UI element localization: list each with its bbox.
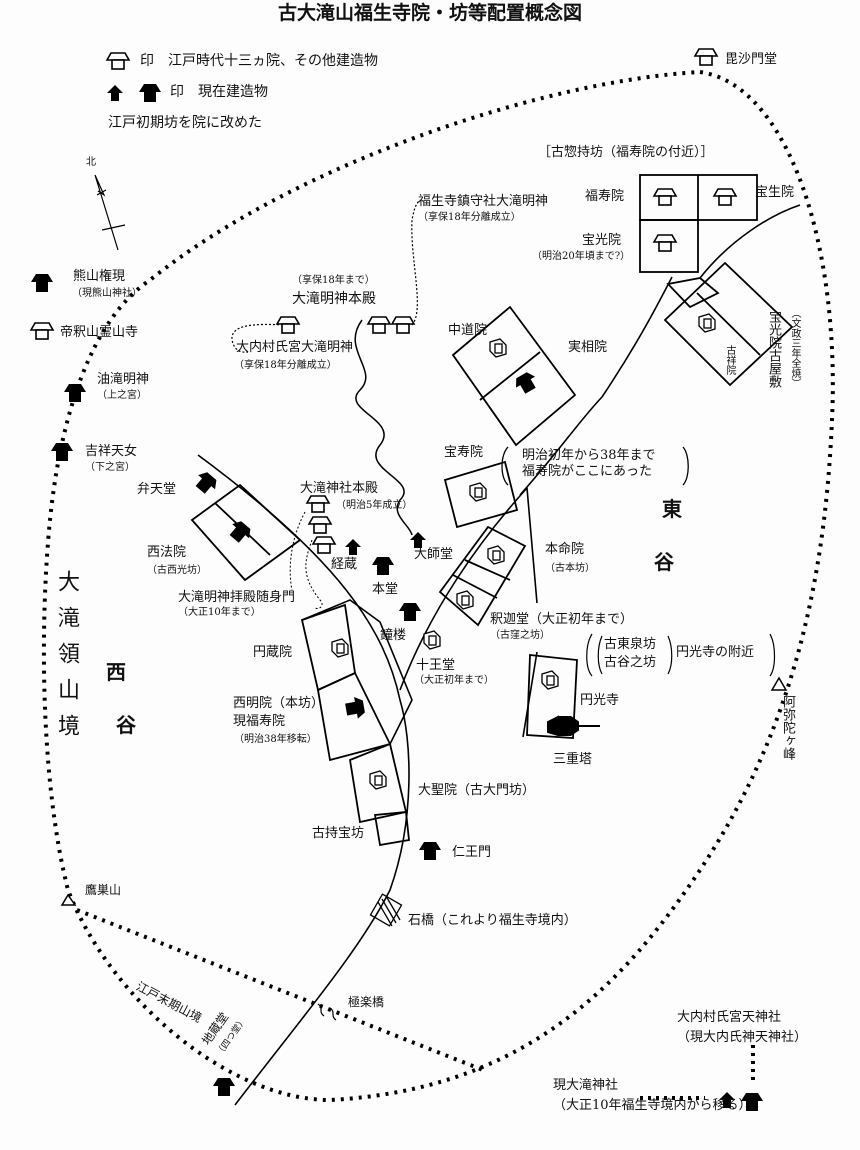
- label-enzoin: 円蔵院: [253, 645, 293, 660]
- label-hojuin: 宝寿院: [444, 445, 484, 460]
- label-chudoin: 中道院: [448, 323, 488, 338]
- label-kumayama-note: （現熊山神社）: [72, 288, 142, 299]
- label-ujimiya: 大内村氏宮大滝明神: [236, 340, 354, 355]
- label-jissoin: 実相院: [568, 340, 608, 355]
- label-takanosuyama: 鷹巣山: [85, 883, 122, 897]
- label-saimyoin-note: （明治38年移転）: [234, 734, 317, 745]
- label-east-valley-1: 東: [662, 497, 682, 521]
- legend-note: 江戸初期坊を院に改めた: [108, 115, 262, 131]
- label-saimyoin: 西明院（本坊）: [233, 696, 325, 711]
- main-road: [197, 454, 410, 1106]
- label-amidagamine: 阿弥陀ヶ峰: [780, 695, 795, 760]
- label-east-valley-2: 谷: [654, 550, 674, 574]
- label-saimyoin-2: 現福寿院: [233, 714, 286, 729]
- label-honmyoin: 本命院: [545, 542, 585, 557]
- label-kotanibo: 古谷之坊: [604, 655, 657, 670]
- label-sanjuto: 三重塔: [553, 752, 593, 767]
- label-chinju: 福生寺鎮守社大滝明神: [418, 194, 549, 209]
- label-hokoin-old-note: （文政三年全焼）: [789, 308, 800, 388]
- label-current-shrine: 現大滝神社: [553, 1078, 619, 1093]
- stone-bridge-icon: [369, 893, 403, 927]
- label-enkoji-near: 円光寺の附近: [676, 645, 755, 660]
- label-shoro: 鐘楼: [380, 628, 407, 643]
- label-boundary: 大滝領山境: [54, 570, 79, 750]
- east-road: [399, 486, 538, 691]
- label-kishoin: 古祥院: [724, 345, 735, 375]
- label-juodo: 十王堂: [416, 658, 456, 673]
- label-current-shrine-note: （大正10年福生寺境内から移る）: [553, 1098, 752, 1113]
- label-jihobo: 古持宝坊: [312, 826, 365, 841]
- label-honden: 大滝明神本殿: [292, 291, 376, 307]
- label-hondo: 本堂: [372, 582, 399, 597]
- label-aburataki: 油滝明神: [97, 372, 150, 387]
- label-tenjinsha-note: （現大内氏神天神社）: [677, 1030, 808, 1045]
- shrine-move-dotted: [640, 1040, 755, 1100]
- north-arrow-icon: [94, 174, 126, 251]
- label-chinju-note: （享保18年分離成立）: [418, 212, 521, 223]
- label-kumayama: 熊山権現: [73, 269, 126, 284]
- label-daishido: 大師堂: [414, 547, 454, 562]
- mountain-boundary-dotted: [41, 70, 835, 1103]
- label-niomon: 仁王門: [452, 845, 492, 860]
- label-gokurakubashi: 極楽橋: [348, 995, 385, 1009]
- current-building-icons: [31, 84, 763, 1111]
- label-shakado-note: （古窪之坊）: [490, 630, 550, 641]
- label-fukujuin: 福寿院: [585, 189, 625, 204]
- label-west-valley-2: 谷: [116, 713, 136, 737]
- label-bentendo: 弁天堂: [137, 482, 177, 497]
- label-kichijo-note: （下之宮）: [85, 462, 135, 473]
- label-hoshoin: 宝生院: [755, 185, 795, 200]
- label-honden-note: （享保18年まで）: [292, 275, 375, 286]
- mountain-triangle-icon: [60, 676, 788, 906]
- edo-boundary-dotted: [76, 908, 484, 1072]
- label-aburataki-note: （上之宮）: [97, 390, 147, 401]
- pagoda-icon: [547, 715, 600, 737]
- label-ujimiya-note: （享保18年分離成立）: [234, 360, 337, 371]
- label-zuishinmon: 大滝明神拝殿随身門: [178, 590, 296, 605]
- label-ko-soujibo: ［古惣持坊（福寿院の付近）］: [538, 145, 714, 160]
- label-hokoin: 宝光院: [582, 233, 622, 248]
- label-saihoin-note: （古西光坊）: [147, 565, 207, 576]
- label-hokoin-note: （明治20年頃まで?）: [532, 251, 631, 262]
- label-kotosenbo: 古東泉坊: [604, 637, 657, 652]
- label-tenjinsha: 大内村氏宮天神社: [677, 1010, 782, 1025]
- label-zuishinmon-note: （大正10年まで）: [178, 607, 261, 618]
- diagram-title: 古大滝山福生寺院・坊等配置概念図: [277, 2, 582, 24]
- label-hojuin-note-1: 明治初年から38年まで: [522, 448, 656, 463]
- label-ishibashi: 石橋（これより福生寺境内）: [408, 913, 577, 928]
- label-bishamondo: 毘沙門堂: [725, 52, 778, 67]
- legend-current-buildings: 印 現在建造物: [170, 84, 268, 100]
- label-shrine-honden: 大滝神社本殿: [300, 481, 379, 496]
- legend-old-buildings: 印 江戸時代十三ヵ院、その他建造物: [140, 53, 378, 69]
- old-building-icons: [30, 48, 737, 790]
- label-saihoin: 西法院: [147, 545, 187, 560]
- label-enkoji: 円光寺: [580, 693, 620, 708]
- gokuraku-bridge-icon: [317, 1003, 337, 1021]
- north-label: 北: [86, 157, 96, 168]
- label-west-valley-1: 西: [106, 660, 126, 684]
- label-shakado: 釈迦堂（大正初年まで）: [490, 612, 634, 627]
- label-kyozo: 経蔵: [331, 557, 358, 572]
- label-daishoin: 大聖院（古大門坊）: [418, 783, 536, 798]
- label-hokoin-old: 宝光院古屋敷: [766, 310, 781, 388]
- river-line: [354, 319, 413, 536]
- label-honmyoin-note: （古本坊）: [545, 563, 595, 574]
- label-reizanji: 帝釈山霊山寺: [60, 325, 139, 340]
- label-shrine-honden-note: （明治5年成立）: [336, 500, 413, 511]
- label-kichijo: 吉祥天女: [85, 444, 138, 459]
- label-hojuin-note-2: 福寿院がここにあった: [522, 464, 653, 479]
- label-juodo-note: （大正初年まで）: [414, 675, 494, 686]
